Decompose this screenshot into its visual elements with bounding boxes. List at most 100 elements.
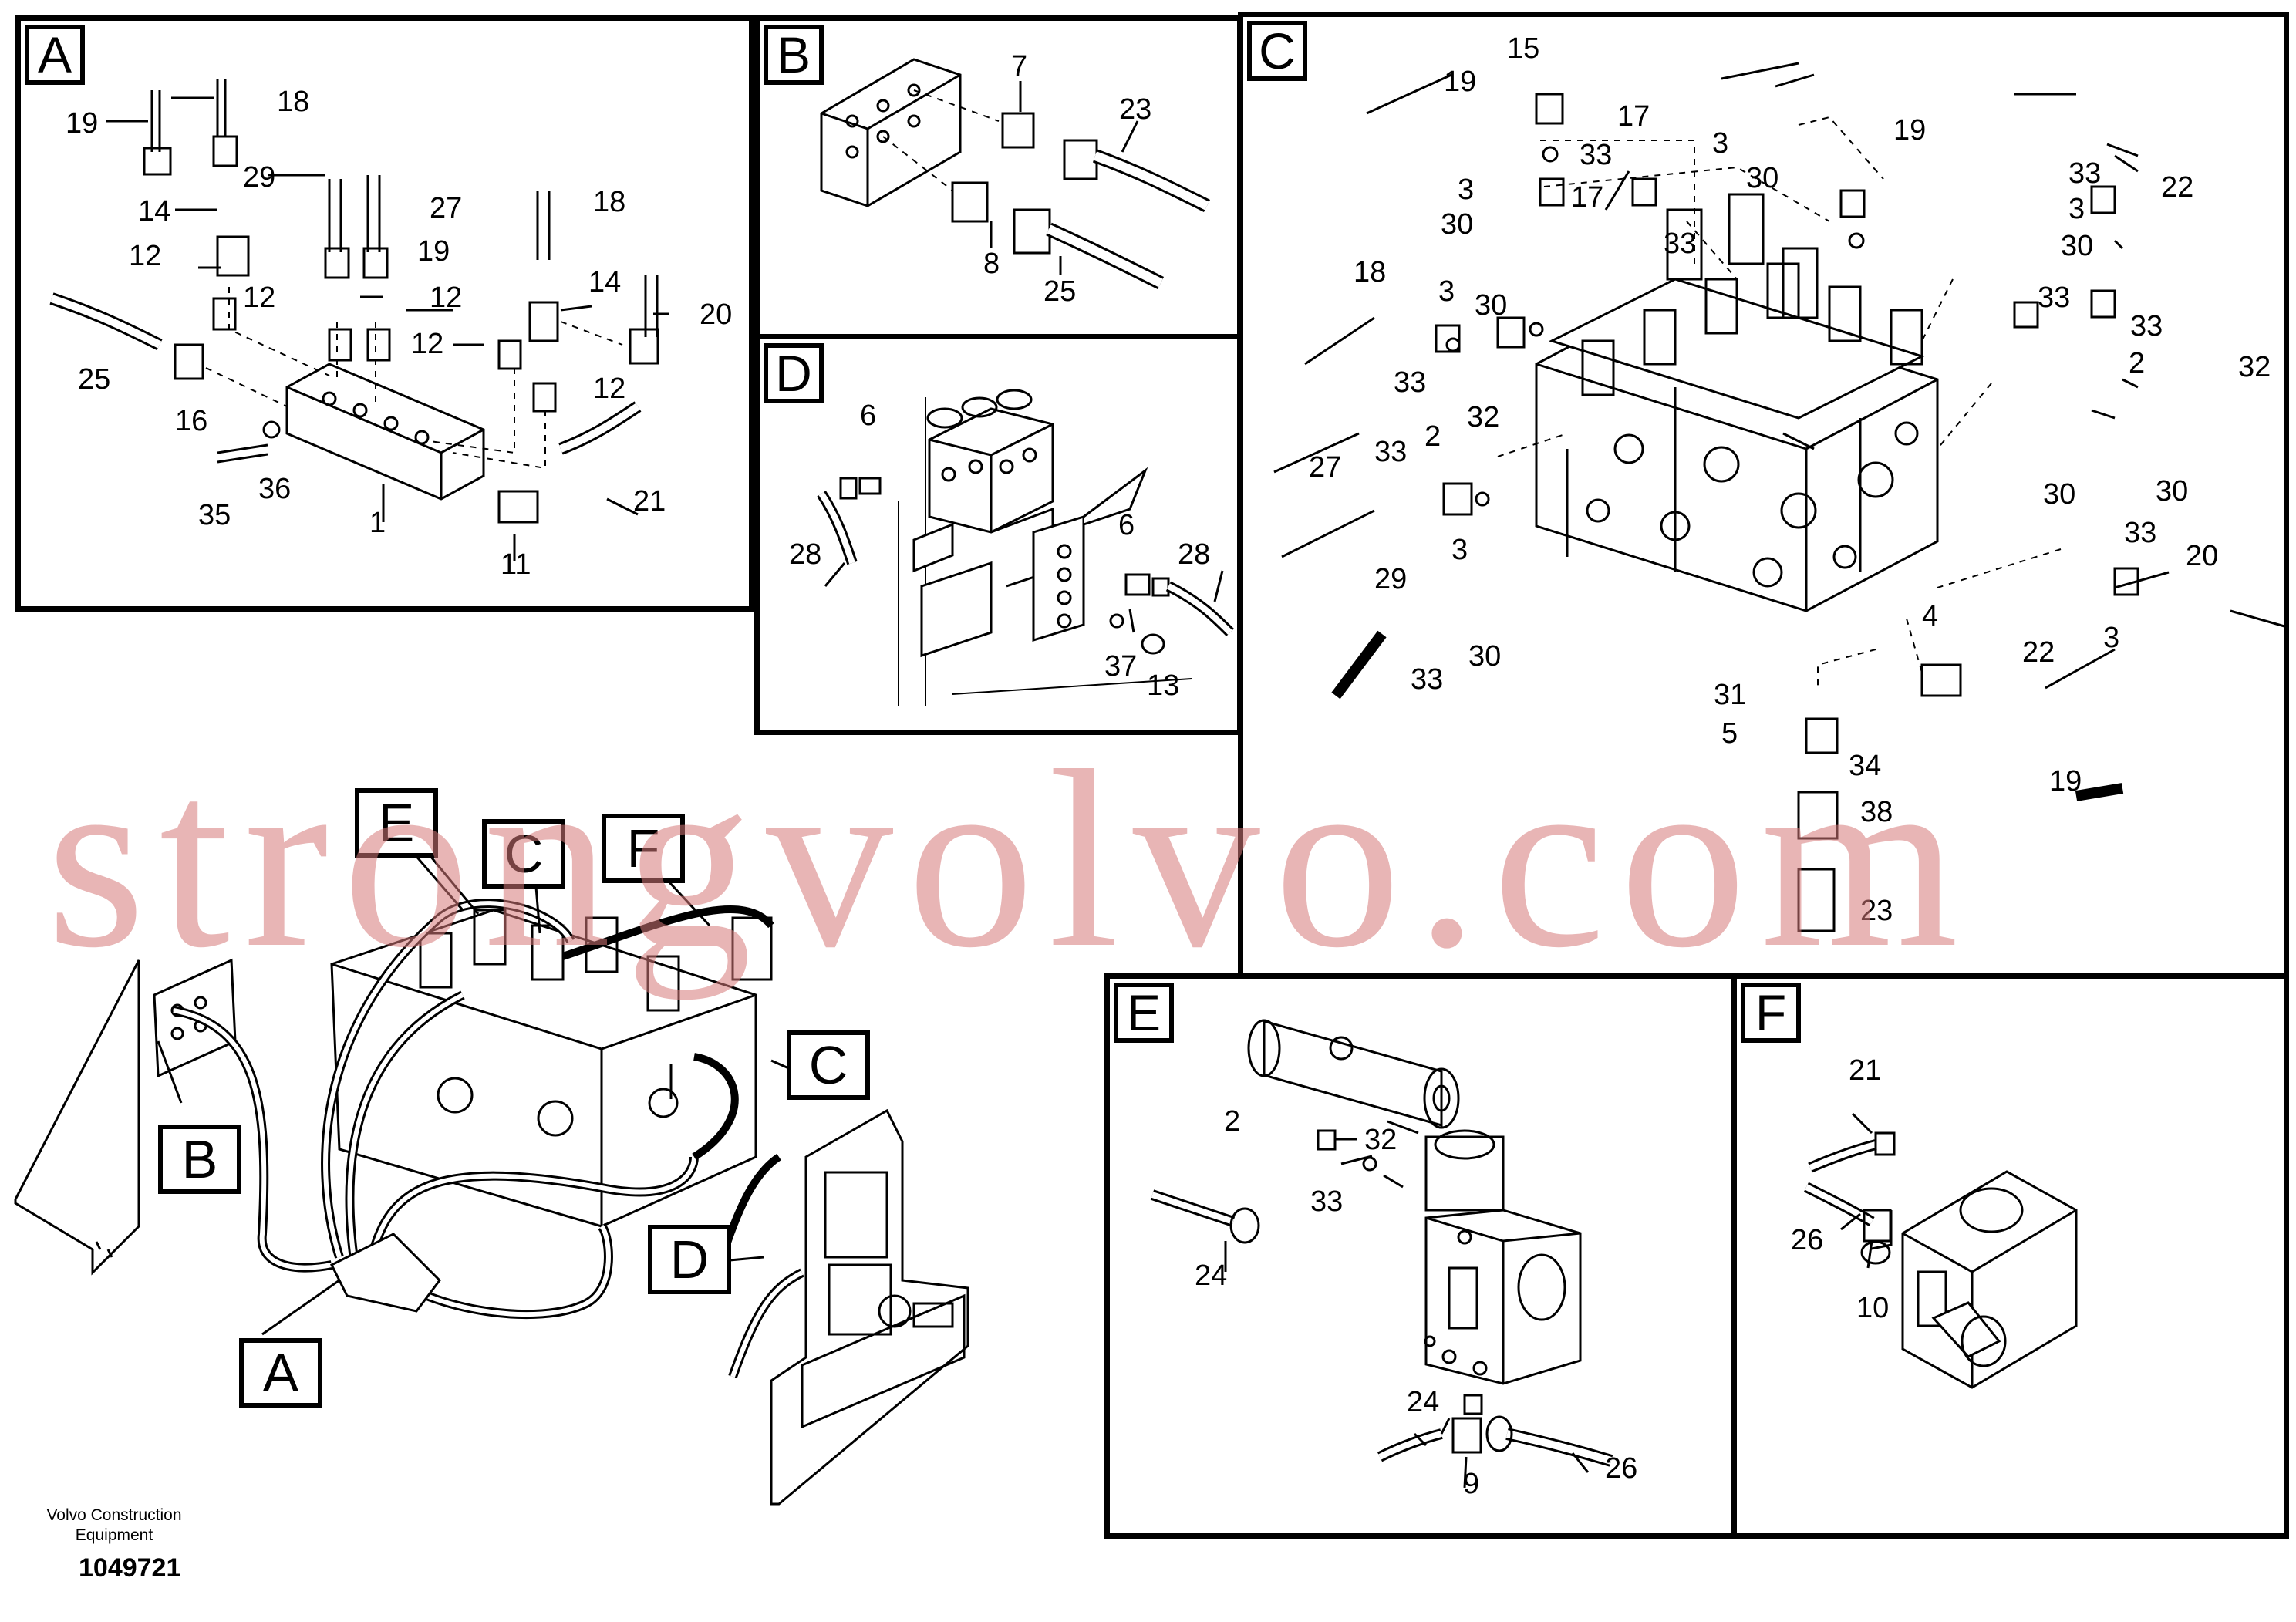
manufacturer-label: Volvo Construction Equipment — [46, 1506, 182, 1545]
panel-d-drawing — [817, 389, 1234, 706]
panel-c-tag: C — [1247, 21, 1307, 81]
part-label: 30 — [1441, 208, 1474, 241]
part-label: 3 — [1458, 174, 1475, 206]
part-label: 29 — [1374, 563, 1408, 595]
part-label: 20 — [700, 298, 733, 331]
part-label: 32 — [1364, 1124, 1397, 1156]
panel-e-tag: E — [1114, 983, 1174, 1043]
overview-callout-e: E — [355, 788, 438, 858]
part-label: 19 — [417, 235, 450, 268]
part-label: 16 — [175, 405, 208, 437]
part-label: 2 — [2129, 347, 2146, 379]
part-label: 34 — [1849, 750, 1882, 782]
part-label: 6 — [860, 400, 877, 432]
part-label: 25 — [1043, 275, 1077, 308]
part-label: 19 — [1444, 66, 1477, 98]
overview-callout-a: A — [239, 1338, 322, 1408]
part-label: 33 — [1411, 663, 1444, 696]
part-label: 14 — [588, 266, 622, 298]
panel-a: A — [15, 15, 754, 612]
part-label: 12 — [430, 282, 463, 314]
panel-a-tag: A — [25, 25, 85, 85]
panel-f: F 21 26 10 — [1731, 973, 2289, 1539]
overview-callout-c: C — [482, 819, 565, 889]
panel-c-drawing — [1273, 62, 2285, 932]
part-label: 6 — [1118, 509, 1135, 541]
part-label: 33 — [1394, 366, 1427, 399]
part-label: 4 — [1922, 600, 1939, 632]
part-label: 15 — [1507, 32, 1540, 65]
part-label: 27 — [430, 192, 463, 224]
part-label: 18 — [1354, 256, 1387, 288]
panel-f-tag: F — [1741, 983, 1801, 1043]
part-label: 11 — [501, 548, 531, 581]
part-label: 19 — [2049, 765, 2082, 798]
part-label: 30 — [1468, 640, 1502, 673]
part-label: 26 — [1791, 1224, 1824, 1256]
part-label: 14 — [138, 195, 171, 228]
panel-e: E 2 32 33 — [1104, 973, 1737, 1539]
part-label: 21 — [1849, 1054, 1882, 1087]
part-label: 21 — [633, 485, 666, 518]
part-label: 24 — [1407, 1386, 1440, 1418]
overview-callout-f: F — [602, 814, 685, 883]
part-label: 28 — [789, 538, 822, 571]
part-label: 3 — [1712, 127, 1729, 160]
part-label: 12 — [593, 373, 626, 405]
part-label: 33 — [1374, 436, 1408, 468]
part-label: 18 — [277, 86, 310, 118]
part-label: 8 — [983, 248, 1000, 280]
part-label: 30 — [2061, 230, 2094, 262]
part-label: 12 — [243, 282, 276, 314]
part-label: 33 — [2068, 157, 2102, 190]
overview-drawing — [14, 824, 969, 1506]
part-label: 33 — [1310, 1185, 1344, 1218]
part-label: 25 — [78, 363, 111, 396]
part-label: 26 — [1605, 1452, 1638, 1485]
part-label: 2 — [1224, 1105, 1241, 1138]
part-label: 12 — [411, 328, 444, 360]
part-label: 33 — [2038, 282, 2071, 314]
part-label: 27 — [1309, 451, 1342, 484]
part-label: 3 — [1438, 275, 1455, 308]
part-label: 19 — [66, 107, 99, 140]
part-label: 3 — [2103, 622, 2120, 654]
part-label: 17 — [1571, 181, 1604, 214]
part-label: 32 — [1467, 401, 1500, 433]
part-label: 38 — [1860, 796, 1893, 828]
part-label: 37 — [1104, 650, 1138, 683]
part-label: 17 — [1617, 100, 1650, 133]
part-label: 29 — [243, 161, 276, 194]
part-label: 30 — [2156, 475, 2189, 508]
part-label: 3 — [1451, 534, 1468, 566]
overview-callout-d: D — [648, 1225, 731, 1294]
part-label: 22 — [2161, 171, 2194, 204]
part-label: 23 — [1119, 93, 1152, 126]
panel-f-drawing — [1803, 1112, 2078, 1389]
part-label: 23 — [1860, 895, 1893, 927]
part-label: 35 — [198, 499, 231, 531]
part-label: 32 — [2238, 351, 2271, 383]
part-label: 18 — [593, 186, 626, 218]
panel-d: D 6 28 6 28 37 13 — [754, 334, 1242, 735]
part-label: 24 — [1195, 1259, 1228, 1292]
panel-b-drawing — [820, 58, 1211, 290]
overview-callout-c: C — [787, 1030, 870, 1100]
part-label: 3 — [2068, 193, 2085, 225]
part-label: 22 — [2022, 636, 2055, 669]
part-label: 12 — [129, 240, 162, 272]
part-label: 33 — [1664, 228, 1697, 260]
part-label: 13 — [1147, 669, 1180, 702]
part-label: 33 — [2130, 310, 2163, 342]
panel-a-drawing — [49, 79, 669, 561]
panel-c: C — [1238, 12, 2289, 979]
part-label: 31 — [1714, 679, 1747, 711]
part-label: 10 — [1856, 1292, 1890, 1324]
panel-b-tag: B — [764, 25, 824, 85]
part-label: 19 — [1893, 114, 1927, 147]
overview-callout-b: B — [158, 1125, 241, 1194]
part-label: 33 — [1580, 139, 1613, 171]
document-number: 1049721 — [79, 1553, 181, 1583]
part-label: 33 — [2124, 517, 2157, 549]
part-label: 28 — [1178, 538, 1211, 571]
